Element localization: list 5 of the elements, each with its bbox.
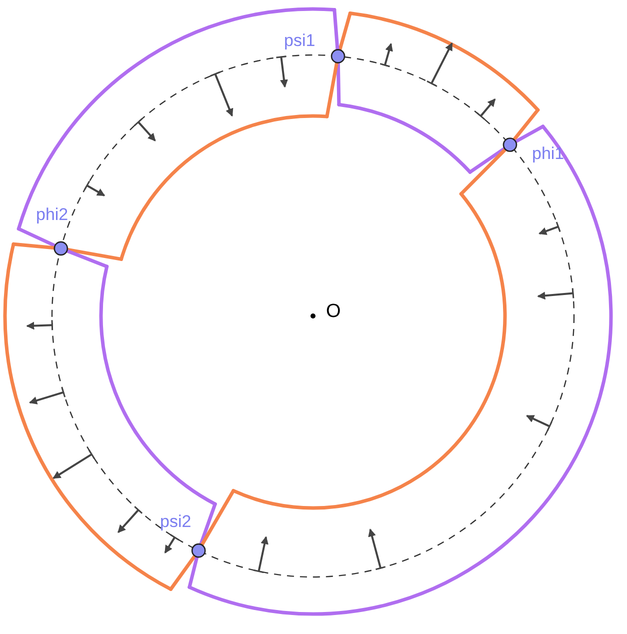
point-label: O xyxy=(326,302,341,321)
point-label: phi1 xyxy=(532,145,564,162)
point-label: psi1 xyxy=(284,32,316,49)
point-label: phi2 xyxy=(36,206,68,223)
point-label: psi2 xyxy=(160,513,192,530)
